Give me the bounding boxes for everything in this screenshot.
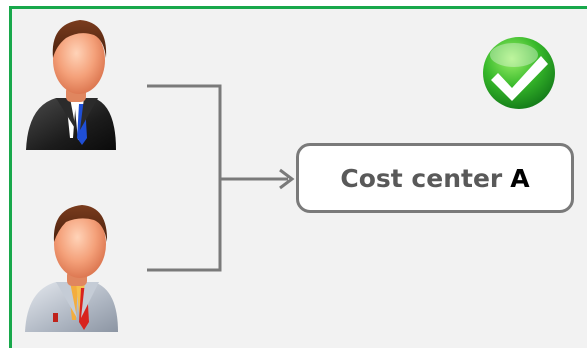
businessman-dark-suit-icon <box>26 20 116 150</box>
connector-lines <box>147 84 295 272</box>
cost-center-label: Cost center <box>340 163 503 193</box>
cost-center-box: Cost center A <box>296 143 574 213</box>
cost-center-letter: A <box>510 163 530 193</box>
arrow-head-icon <box>279 168 295 190</box>
businessman-grey-suit-icon <box>25 205 118 332</box>
green-checkmark-icon <box>483 37 555 109</box>
